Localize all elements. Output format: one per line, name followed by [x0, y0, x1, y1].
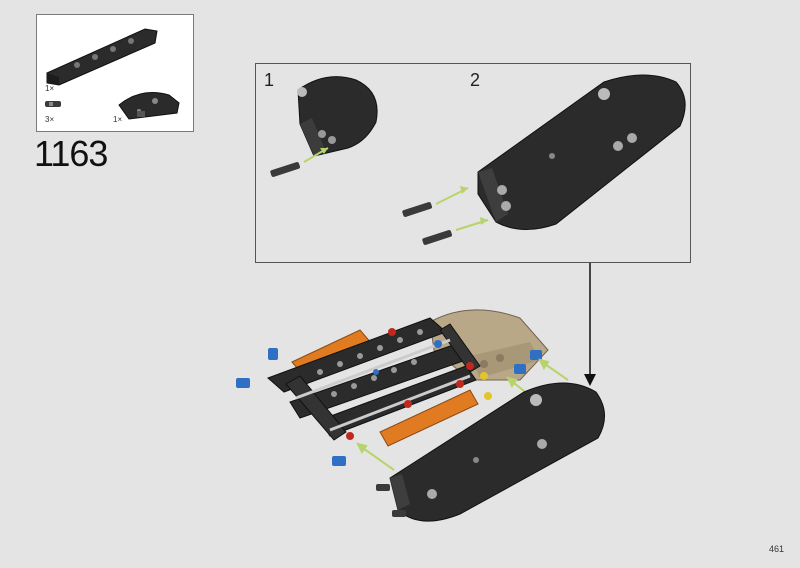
parts-illustration: [45, 28, 180, 120]
sub-assembly-box: 1 2: [255, 63, 691, 263]
sub-step-number-1: 1: [264, 70, 275, 90]
beam-holes: [317, 329, 423, 397]
insert-arrow-head-2: [460, 186, 468, 194]
sub-step-number-2: 2: [470, 70, 481, 90]
yellow-axle-ends: [480, 372, 492, 400]
parts-list-box: 1× 3× 1×: [36, 14, 194, 132]
attached-body: [376, 382, 605, 522]
red-pins: [346, 328, 474, 440]
tan-panel: [429, 309, 549, 381]
pin-part-1: [270, 162, 300, 177]
insert-arrow-head-1: [320, 148, 328, 154]
insert-arrow-head-3: [480, 217, 488, 225]
beam-frame: [267, 317, 481, 441]
pin-part-2: [402, 202, 452, 245]
curved-panel-quantity: 1×: [113, 115, 123, 124]
pin-part-image: [45, 101, 61, 107]
step-number: 1163: [34, 133, 108, 174]
panel-part-image: [46, 28, 158, 86]
blue-pins: [236, 340, 542, 466]
curved-panel-part-image: [118, 92, 180, 120]
body-part: [477, 74, 686, 230]
pin-quantity: 3×: [45, 115, 55, 124]
end-cap-part: [297, 76, 378, 157]
panel-quantity: 1×: [45, 84, 55, 93]
sub-assembly-illustration: [270, 74, 686, 245]
page-number: 461: [768, 544, 784, 554]
